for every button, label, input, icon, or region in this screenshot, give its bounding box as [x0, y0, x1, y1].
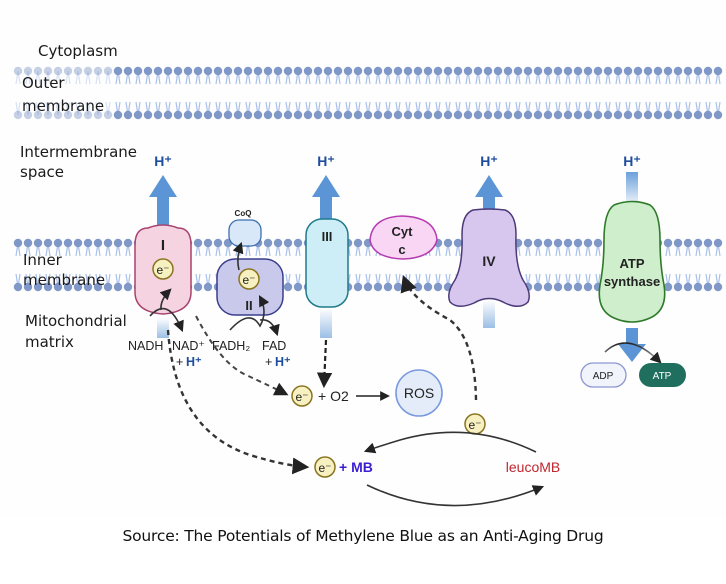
- nadh-to-mb-arrow: [166, 329, 310, 475]
- inner-membrane-label-1: Inner: [23, 251, 62, 269]
- atp-synthase: ATP synthase: [598, 200, 666, 323]
- svg-text:e⁻: e⁻: [156, 263, 169, 277]
- coq-label: CoQ: [235, 209, 252, 218]
- leucomb-to-mb-arrow: [363, 431, 537, 454]
- electron-complex-2: e⁻: [238, 268, 260, 290]
- plus-sign: +: [176, 355, 183, 369]
- svg-text:e⁻: e⁻: [468, 418, 481, 432]
- source-caption: Source: The Potentials of Methylene Blue…: [122, 527, 604, 545]
- adp-pill: ADP: [580, 362, 627, 388]
- fadh2-arrow-2: [259, 318, 280, 337]
- svg-text:ATP: ATP: [653, 371, 672, 382]
- electron-leucomb: e⁻: [464, 413, 486, 435]
- atp-pill: ATP: [639, 363, 686, 387]
- nadh-arrow: [149, 307, 184, 333]
- plus-sign: +: [265, 355, 272, 369]
- matrix-label-2: matrix: [25, 333, 74, 351]
- leak-arrow-complex-3-to-o2: [316, 339, 333, 389]
- ros-node: ROS: [395, 369, 443, 417]
- fad-proton-label: H⁺: [275, 355, 291, 369]
- nad-label: NAD⁺: [172, 339, 205, 353]
- proton-label: H⁺: [154, 153, 172, 169]
- leucomb-to-cytc-arrow: [400, 274, 478, 401]
- proton-label: H⁺: [317, 153, 335, 169]
- svg-text:e⁻: e⁻: [295, 390, 308, 404]
- intermembrane-label-1: Intermembrane: [20, 143, 138, 161]
- leucomb-label: leucoMB: [506, 459, 560, 475]
- complex-3: III: [305, 218, 349, 308]
- plus-o2-label: + O2: [318, 388, 349, 404]
- proton-label: H⁺: [480, 153, 498, 169]
- cytochrome-c: Cyt c: [369, 215, 438, 260]
- etc-diagram: H⁺ H⁺ H⁺ H⁺ I CoQ II III Cyt c: [13, 42, 723, 507]
- electron-o2: e⁻: [291, 385, 313, 407]
- svg-text:e⁻: e⁻: [242, 273, 255, 287]
- intermembrane-label-2: space: [20, 163, 65, 181]
- cytc-label-1: Cyt: [392, 224, 414, 239]
- electron-mb: e⁻: [314, 456, 336, 478]
- mb-to-leucomb-arrow: [366, 484, 545, 507]
- fadh2-arrow-1: [229, 295, 270, 331]
- plus-mb-label: + MB: [339, 459, 373, 475]
- complex-2-label: II: [245, 298, 252, 313]
- svg-text:e⁻: e⁻: [318, 461, 331, 475]
- complex-1-label: I: [161, 237, 165, 254]
- outer-membrane-label-2: membrane: [22, 97, 105, 115]
- nadh-label: NADH: [128, 339, 163, 353]
- coq: CoQ: [228, 209, 262, 247]
- complex-3-label: III: [322, 229, 333, 244]
- proton-arrow-atp-synthase: [618, 172, 646, 362]
- cytoplasm-label: Cytoplasm: [38, 42, 118, 60]
- complex-4-label: IV: [482, 253, 496, 269]
- ros-label: ROS: [404, 385, 434, 401]
- leak-arrow-complex-1-to-o2: [195, 315, 289, 396]
- atp-synthase-label-1: ATP: [619, 256, 644, 271]
- svg-text:ADP: ADP: [593, 371, 614, 382]
- outer-membrane-label-1: Outer: [22, 74, 65, 92]
- matrix-label-1: Mitochondrial: [25, 312, 127, 330]
- fad-label: FAD: [262, 339, 286, 353]
- fadh2-label: FADH₂: [212, 339, 250, 353]
- nad-proton-label: H⁺: [186, 355, 202, 369]
- outer-membrane: [13, 66, 723, 120]
- electron-transfer-arrow: [159, 288, 172, 311]
- proton-label: H⁺: [623, 153, 641, 169]
- cytc-label-2: c: [398, 242, 405, 257]
- coq-transfer-arrow: [232, 241, 244, 271]
- diagram-canvas: H⁺ H⁺ H⁺ H⁺ I CoQ II III Cyt c: [13, 66, 723, 507]
- complex-4: IV: [448, 208, 530, 307]
- electron-complex-1: e⁻: [152, 258, 174, 280]
- atp-synthase-label-2: synthase: [604, 274, 660, 289]
- atp-synthesis-arrow: [604, 342, 662, 364]
- inner-membrane-label-2: membrane: [23, 271, 106, 289]
